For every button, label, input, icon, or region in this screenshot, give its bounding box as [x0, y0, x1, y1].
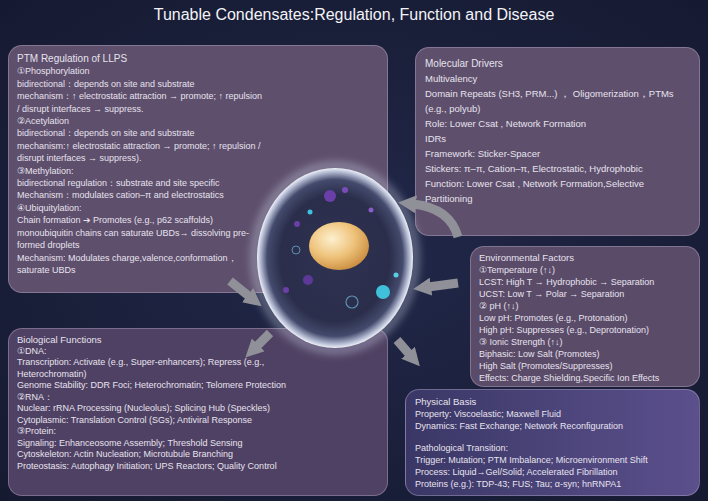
box-text: Property: Viscoelastic; Maxwell Fluid: [415, 408, 690, 420]
box-text: IDRs: [425, 131, 690, 146]
box-heading: PTM Regulation of LLPS: [17, 53, 267, 65]
box-text: Chain formation ➔ Promotes (e.g., p62 sc…: [17, 214, 267, 226]
box-text: ④Ubiquitylation:: [17, 202, 267, 214]
flow-arrow: [397, 340, 410, 355]
box-text: ②RNA：: [17, 392, 307, 404]
box-text: Trigger: Mutation; PTM Imbalance; Microe…: [415, 454, 690, 466]
box-text: Function: Lower Csat , Network Formation…: [425, 176, 690, 206]
box-text: High pH: Suppresses (e.g., Deprotonation…: [479, 324, 691, 336]
drivers-box: Molecular DriversMultivalencyDomain Repe…: [415, 47, 700, 236]
box-text: High Salt (Promotes/Suppresses): [479, 360, 691, 372]
factors-box: Environmental Factors①Temperature (↑↓)LC…: [470, 246, 700, 387]
box-text: Proteins (e.g.): TDP-43; FUS; Tau; α-syn…: [415, 478, 690, 490]
box-heading: Environmental Factors: [479, 252, 691, 264]
box-text: UCST: Low T → Polar → Separation: [479, 288, 691, 300]
functions-box: Biological Functions①DNA:Transcription: …: [8, 328, 388, 496]
box-text: Low pH: Promotes (e.g., Protonation): [479, 312, 691, 324]
box-text: ② pH (↑↓): [479, 300, 691, 312]
box-text: Genome Stability: DDR Foci; Heterochroma…: [17, 380, 307, 392]
box-text: ③Methylation:: [17, 165, 267, 177]
box-text: ①Temperature (↑↓): [479, 264, 691, 276]
box-text: Process: Liquid→Gel/Solid; Accelerated F…: [415, 466, 690, 478]
box-text: Multivalency: [425, 71, 690, 86]
box-text: monoubiquitin chains can saturate UBDs→ …: [17, 227, 267, 252]
box-text: Transcription: Activate (e.g., Super-enh…: [17, 357, 307, 380]
box-text: Mechanism: Modulates charge,valence,conf…: [17, 252, 267, 277]
box-text: ①Phosphorylation: [17, 65, 267, 77]
box-text: ②Acetylation: [17, 115, 267, 127]
box-text: mechanism：↑ electrostatic attraction → p…: [17, 90, 267, 115]
box-text: ③Protein:: [17, 426, 307, 438]
box-text: Cytoplasmic: Translation Control (SGs); …: [17, 415, 307, 427]
box-text: mechanism:↑ electrostatic attraction → p…: [17, 140, 267, 165]
box-heading: Biological Functions: [17, 334, 307, 346]
box-text: Pathological Transition:: [415, 442, 690, 454]
box-text: bidirectional：depends on site and substr…: [17, 78, 267, 90]
box-text: Biphasic: Low Salt (Promotes): [479, 348, 691, 360]
physics-box: Physical BasisProperty: Viscoelastic; Ma…: [405, 389, 700, 496]
box-heading: Molecular Drivers: [425, 56, 690, 71]
box-text: Proteostasis: Autophagy Initiation; UPS …: [17, 461, 307, 473]
box-text: Nuclear: rRNA Processing (Nucleolus); Sp…: [17, 403, 307, 415]
box-text: Cytoskeleton: Actin Nucleation; Microtub…: [17, 449, 307, 461]
box-text: ①DNA:: [17, 346, 307, 358]
box-text: Effects: Charge Shielding,Specific Ion E…: [479, 372, 691, 384]
box-text: Domain Repeats (SH3, PRM...) ， Oligomeri…: [425, 86, 690, 116]
box-text: ③ Ionic Strength (↑↓): [479, 336, 691, 348]
diagram-title: Tunable Condensates:Regulation, Function…: [0, 6, 708, 24]
regulation-box: PTM Regulation of LLPS①Phosphorylationbi…: [8, 45, 388, 293]
condensate-ring: [346, 296, 358, 308]
box-text: Mechanism：modulates cation–π and electro…: [17, 189, 267, 201]
box-text: Framework: Sticker-Spacer: [425, 146, 690, 161]
box-text: LCST: High T → Hydrophobic → Separation: [479, 276, 691, 288]
box-text: Dynamics: Fast Exchange; Network Reconfi…: [415, 420, 690, 432]
box-text: Signaling: Enhanceosome Assembly; Thresh…: [17, 438, 307, 450]
box-text: Stickers: π–π, Cation–π, Electrostatic, …: [425, 161, 690, 176]
box-text: bidirectional regulation：substrate and s…: [17, 177, 267, 189]
box-text: bidirectional：depends on site and substr…: [17, 127, 267, 139]
box-text: Role: Lower Csat , Network Formation: [425, 116, 690, 131]
box-heading: Physical Basis: [415, 396, 690, 408]
flow-arrow: [428, 283, 458, 287]
condensate-dot: [394, 273, 399, 278]
